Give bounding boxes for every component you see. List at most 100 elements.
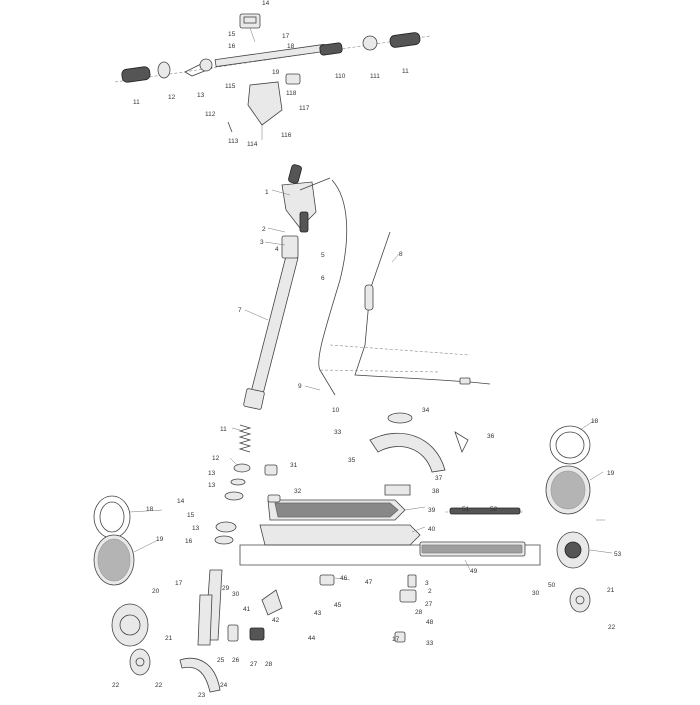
handlebar-assembly <box>114 13 431 140</box>
callout: 4 <box>275 246 279 253</box>
callout: 115 <box>225 83 236 90</box>
callout: 2 <box>262 226 266 233</box>
rear-fender <box>369 412 469 496</box>
callout: 45 <box>334 602 342 609</box>
callout: 30 <box>232 591 240 598</box>
callout: 50 <box>548 582 556 589</box>
callout: 34 <box>422 407 430 414</box>
callout: 15 <box>187 512 195 519</box>
deck <box>239 499 541 566</box>
callout: 7 <box>238 307 242 314</box>
callout: 33 <box>334 429 342 436</box>
callout: 13 <box>208 482 216 489</box>
callout: 5 <box>321 252 325 259</box>
callout: 110 <box>335 73 346 80</box>
callout: 36 <box>487 433 495 440</box>
callout: 11 <box>220 426 227 433</box>
callout: 39 <box>428 507 436 514</box>
callout: 18 <box>287 43 295 50</box>
callout: 41 <box>243 606 251 613</box>
callout-labels: 14 15 16 17 18 12 13 11 110 111 11 19 11… <box>112 0 622 699</box>
callout: 21 <box>607 587 615 594</box>
callout: 24 <box>220 682 228 689</box>
callout: 118 <box>286 90 297 97</box>
callout: 19 <box>272 69 280 76</box>
callout: 29 <box>222 585 230 592</box>
steering-column <box>214 164 331 545</box>
callout: 49 <box>470 568 478 575</box>
callout: 17 <box>392 636 400 643</box>
front-wheel-assembly <box>93 495 151 676</box>
callout: 26 <box>232 657 240 664</box>
callout: 28 <box>265 661 273 668</box>
callout: 111 <box>370 73 380 80</box>
callout: 22 <box>112 682 120 689</box>
callout: 40 <box>428 526 436 533</box>
spring <box>238 424 252 453</box>
callout: 30 <box>532 590 540 597</box>
callout: 16 <box>228 43 236 50</box>
callout: 18 <box>146 506 154 513</box>
callout: 12 <box>212 455 220 462</box>
callout: 13 <box>208 470 216 477</box>
callout: 22 <box>608 624 616 631</box>
callout: 114 <box>247 141 258 148</box>
callout: 11 <box>133 99 140 106</box>
callout: 116 <box>281 132 292 139</box>
callout: 117 <box>299 105 310 112</box>
callout: 51 <box>462 506 470 513</box>
callout: 47 <box>365 579 373 586</box>
leader-lines <box>129 189 613 581</box>
callout: 42 <box>272 617 280 624</box>
callout: 14 <box>262 0 270 7</box>
callout: 28 <box>415 609 423 616</box>
small-parts <box>261 464 417 643</box>
callout: 27 <box>250 661 258 668</box>
callout: 19 <box>156 536 164 543</box>
callout: 38 <box>432 488 440 495</box>
callout: 48 <box>426 619 434 626</box>
callout: 19 <box>607 470 615 477</box>
callout: 43 <box>314 610 322 617</box>
callout: 12 <box>168 94 176 101</box>
callout: 3 <box>260 239 264 246</box>
callout: 31 <box>290 462 298 469</box>
callout: 35 <box>348 457 356 464</box>
callout: 18 <box>591 418 599 425</box>
callout: 2 <box>428 588 432 595</box>
callout: 17 <box>282 33 290 40</box>
cable-assembly <box>318 179 491 396</box>
callout: 46 <box>340 575 348 582</box>
callout: 23 <box>198 692 206 699</box>
callout: 27 <box>425 601 433 608</box>
rear-wheel-assembly <box>545 425 605 613</box>
callout: 15 <box>228 31 236 38</box>
callout: 25 <box>217 657 225 664</box>
callout: 21 <box>165 635 173 642</box>
callout: 13 <box>192 525 200 532</box>
callout: 112 <box>205 111 216 118</box>
callout: 17 <box>175 580 183 587</box>
callout: 6 <box>321 275 325 282</box>
callout: 8 <box>399 251 403 258</box>
callout: 113 <box>228 138 239 145</box>
callout: 10 <box>332 407 340 414</box>
callout: 44 <box>308 635 316 642</box>
callout: 11 <box>402 68 409 75</box>
front-fork <box>179 569 265 693</box>
callout: 32 <box>294 488 302 495</box>
callout: 16 <box>185 538 193 545</box>
callout: 53 <box>614 551 622 558</box>
callout: 33 <box>426 640 434 647</box>
callout: 20 <box>152 588 160 595</box>
callout: 9 <box>298 383 302 390</box>
callout: 37 <box>435 475 443 482</box>
callout: 3 <box>425 580 429 587</box>
callout: 13 <box>197 92 205 99</box>
callout: 52 <box>490 506 498 513</box>
callout: 1 <box>265 189 269 196</box>
callout: 22 <box>155 682 163 689</box>
callout: 14 <box>177 498 185 505</box>
